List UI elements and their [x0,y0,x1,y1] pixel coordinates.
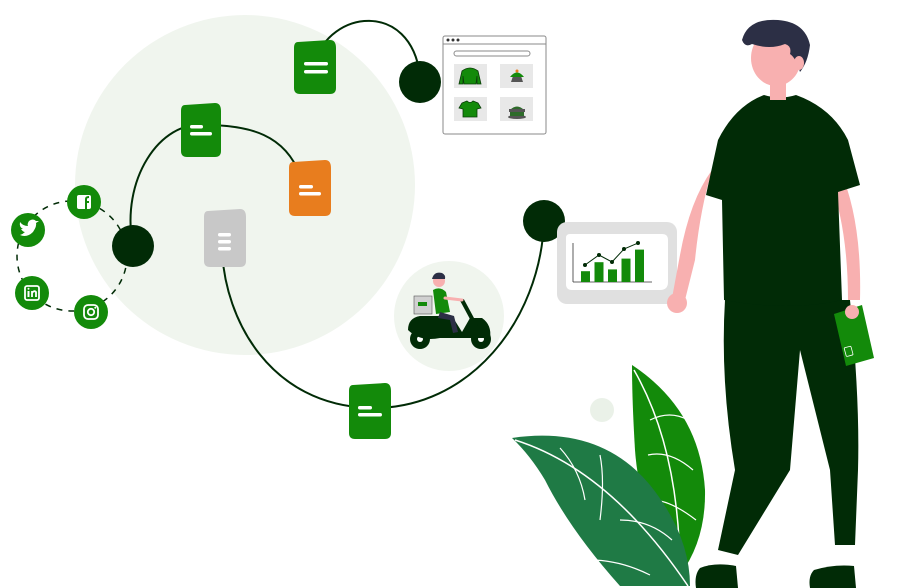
person [667,19,874,588]
linkedin-icon[interactable] [15,276,49,310]
hub-node-left [112,225,154,267]
twitter-icon[interactable] [11,213,45,247]
cupcake-icon [510,69,524,82]
document-icon-top [294,40,336,94]
instagram-icon[interactable] [74,295,108,329]
facebook-icon[interactable] [67,185,101,219]
shirt-icon [458,100,482,118]
chart-bar [635,249,644,282]
hoodie-icon [458,67,482,85]
document-icon-bottom [349,383,391,439]
decor-dot [590,398,614,422]
analytics-card [557,222,677,304]
cake-icon [508,106,526,119]
shop-search-bar [453,50,531,57]
chart-bar [581,271,590,282]
chart-bar [621,258,631,282]
document-icon-left [181,103,221,157]
chart-bar [608,269,617,282]
card-icon [834,305,874,366]
document-icon-gray [204,209,246,267]
plant-leaves [512,365,706,587]
chart-bar [594,262,604,282]
document-icon-orange [289,160,331,216]
hub-node-top [399,61,441,103]
shop-window [442,35,547,135]
delivery-scooter [394,261,504,371]
background-circle [75,15,415,355]
hub-node-right [523,200,565,242]
